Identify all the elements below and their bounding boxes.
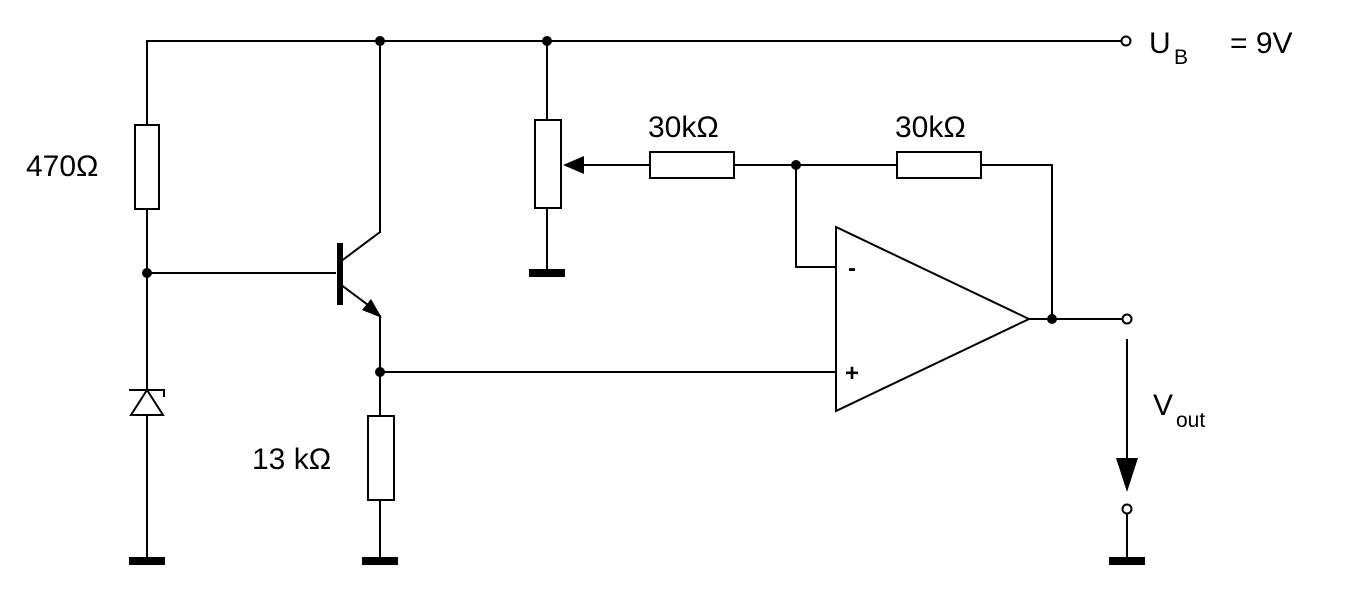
supply-symbol: U [1149, 27, 1171, 60]
ground-symbol [129, 557, 165, 565]
npn-transistor [337, 40, 382, 417]
opamp-minus-sign: - [848, 255, 856, 282]
resistor-13k [367, 415, 395, 501]
supply-rail [146, 35, 1132, 47]
potentiometer [529, 40, 651, 277]
label-470ohm: 470Ω [26, 150, 98, 183]
label-30kohm-feedback: 30kΩ [895, 111, 966, 144]
output-label: V out [1153, 389, 1205, 432]
label-30kohm-input: 30kΩ [648, 111, 719, 144]
resistor-470 [134, 124, 160, 210]
zener-diode [129, 388, 165, 416]
output-subscript: out [1176, 409, 1205, 432]
output-symbol: V [1153, 389, 1173, 422]
voltage-arrow-icon [1116, 458, 1138, 492]
opamp-plus-sign: + [845, 360, 859, 387]
ground-symbol [362, 557, 398, 565]
emitter-arrow-icon [362, 299, 382, 318]
supply-subscript: B [1174, 46, 1188, 69]
output-ground-terminal [1121, 503, 1133, 515]
base-bias-branch [129, 40, 336, 565]
wiper-arrow-icon [563, 156, 584, 174]
supply-value: = 9V [1230, 27, 1293, 60]
label-13kohm: 13 kΩ [252, 443, 331, 476]
output-branch [1028, 313, 1145, 565]
emitter-branch [362, 367, 837, 565]
resistor-30k-feedback [896, 151, 982, 179]
feedback-network [649, 151, 1053, 320]
resistor-30k-input [649, 151, 735, 179]
ground-symbol [529, 269, 565, 277]
output-terminal [1121, 313, 1133, 325]
supply-label: U B = 9V [1149, 27, 1293, 69]
op-amp: - + [835, 225, 1032, 413]
supply-terminal [1120, 35, 1132, 47]
junction-dot [1047, 314, 1057, 324]
ground-symbol [1109, 557, 1145, 565]
